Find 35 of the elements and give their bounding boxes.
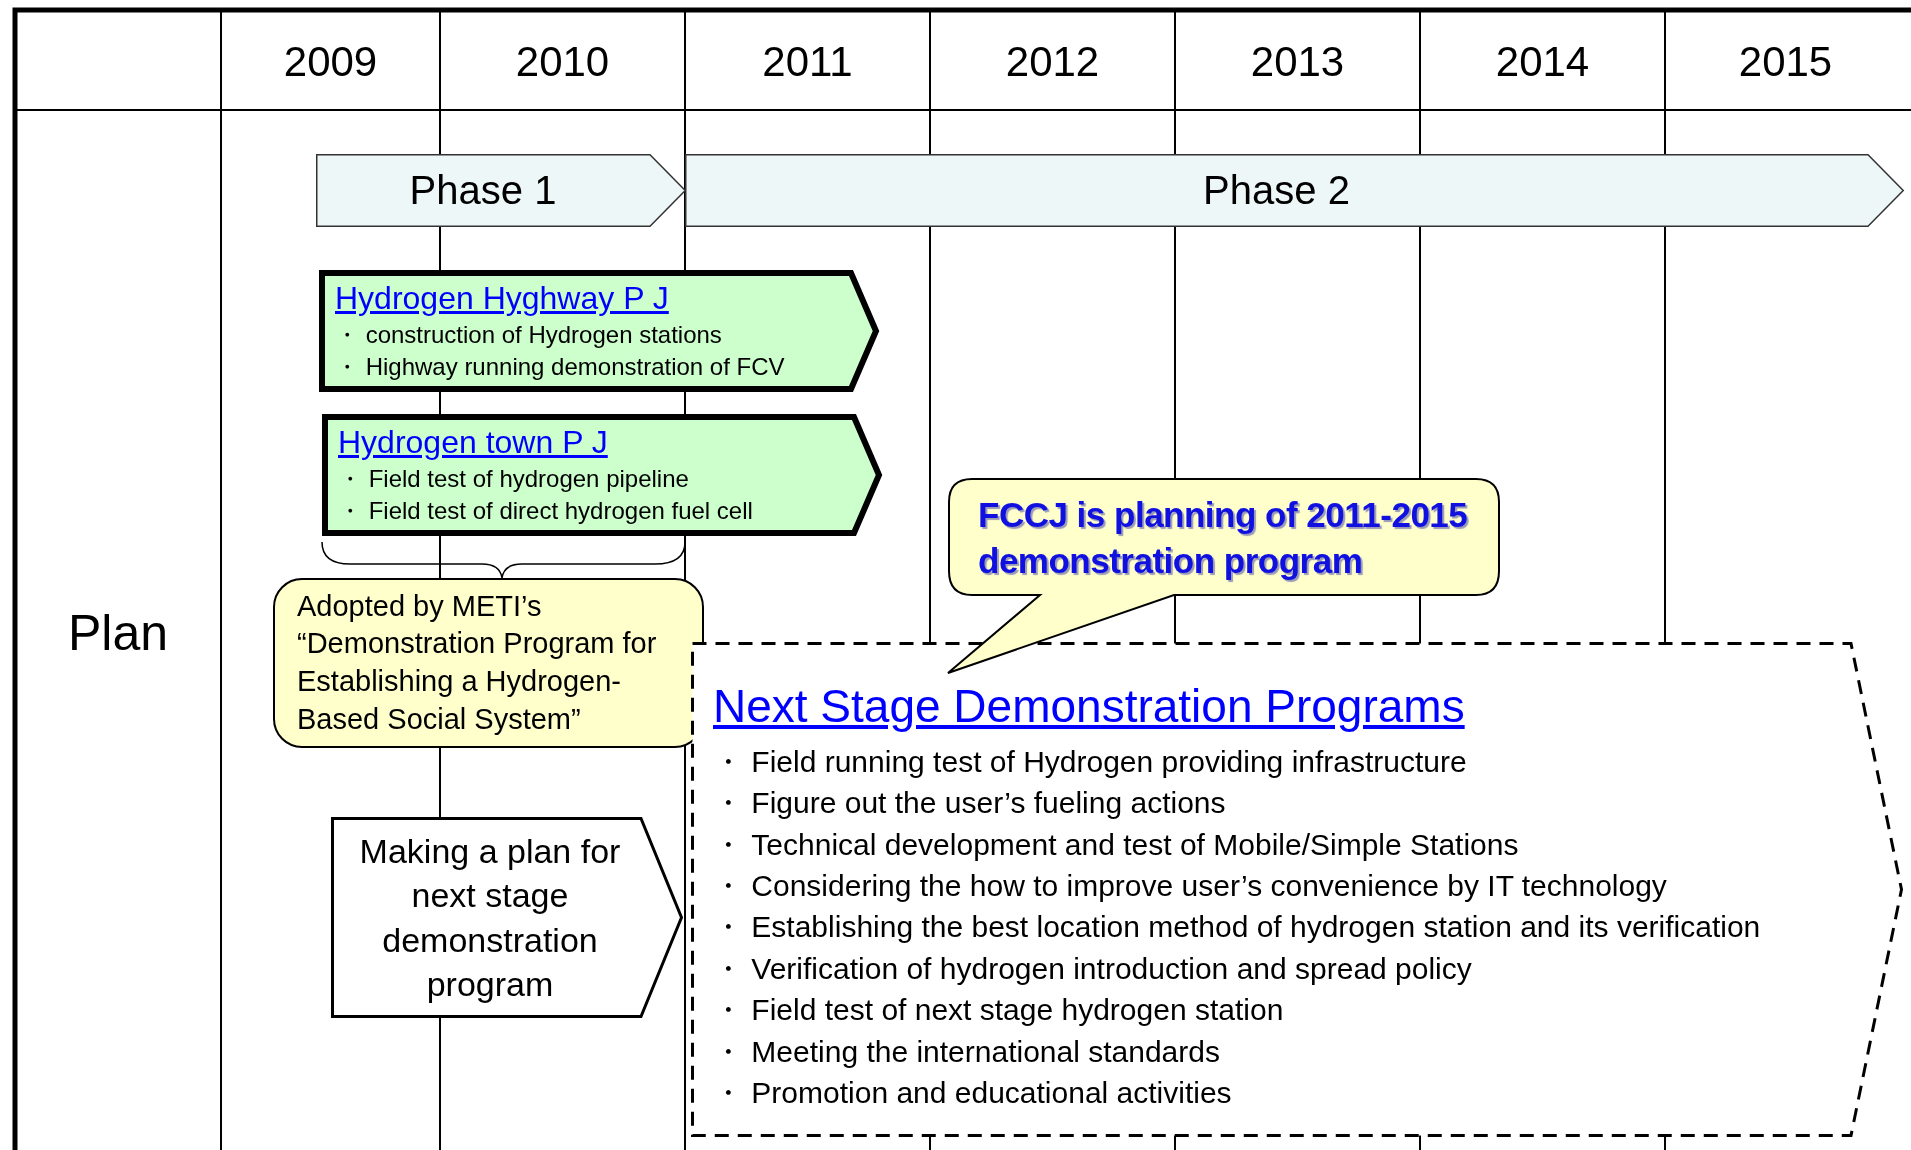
project-title: Hydrogen town P J: [338, 424, 608, 461]
bullet-item: ・ Field test of hydrogen pipeline: [338, 463, 689, 494]
year-header: 2009: [283, 38, 378, 86]
bullet-item: ・ Considering the how to improve user’s convenience by IT technology: [713, 868, 1667, 905]
year-header: 2015: [1738, 38, 1833, 86]
year-header: 2014: [1495, 38, 1590, 86]
callout-text: FCCJ is planning of 2011-2015 demonstration program: [978, 494, 1469, 582]
plan-box: [331, 817, 683, 1018]
year-header: 2013: [1250, 38, 1345, 86]
bullet-item: ・ Figure out the user’s fueling actions: [713, 785, 1226, 822]
project-title: Hydrogen Hyghway P J: [335, 280, 669, 317]
year-header: 2010: [515, 38, 610, 86]
bullet-item: ・ Field test of direct hydrogen fuel cell: [338, 495, 753, 526]
program-title: Next Stage Demonstration Programs: [713, 680, 1465, 733]
year-header: 2011: [762, 38, 853, 86]
program-box: [691, 642, 1903, 1137]
bullet-item: ・ Technical development and test of Mobile/Simple Stations: [713, 826, 1519, 863]
bullet-item: ・ Field test of next stage hydrogen station: [713, 992, 1284, 1029]
row-header: Plan: [67, 604, 169, 662]
note-text: Adopted by METI’s “Demonstration Program for Establishing a Hydrogen-Based Social System”: [297, 588, 658, 737]
bullet-item: ・ Meeting the international standards: [713, 1033, 1220, 1070]
phase-label: Phase 1: [409, 168, 557, 213]
project-box: [319, 270, 879, 392]
bullet-item: ・ Highway running demonstration of FCV: [335, 351, 785, 382]
bullet-item: ・ Establishing the best location method of hydrogen station and its verification: [713, 909, 1761, 946]
bullet-item: ・ Field running test of Hydrogen providing infrastructure: [713, 743, 1467, 780]
bullet-item: ・ Promotion and educational activities: [713, 1075, 1232, 1111]
bullet-item: ・ Verification of hydrogen introduction and spread policy: [713, 950, 1472, 987]
note-box: [273, 578, 704, 748]
phase-band: [316, 154, 686, 227]
phase-label: Phase 2: [1203, 168, 1350, 213]
bullet-item: ・ construction of Hydrogen stations: [335, 319, 722, 350]
project-box: [322, 414, 882, 536]
year-header: 2012: [1005, 38, 1100, 86]
plan-text: Making a plan for next stage demonstration program: [358, 831, 622, 1005]
